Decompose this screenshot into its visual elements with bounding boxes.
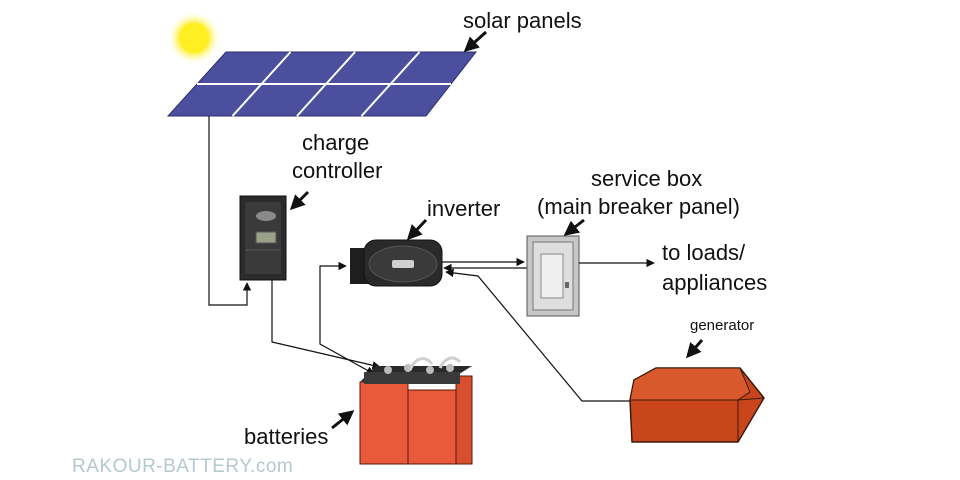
breaker-panel-icon xyxy=(526,235,580,317)
battery-icon xyxy=(359,356,473,465)
inverter-pointer xyxy=(406,218,428,241)
solar-panels-pointer xyxy=(463,30,488,53)
solar-panel-icon xyxy=(166,51,478,117)
inverter-icon xyxy=(350,239,443,287)
service-box-label-line1: service box xyxy=(591,166,702,191)
charge-controller-label-line1: charge xyxy=(302,130,369,155)
charge-controller-label-line2: controller xyxy=(292,158,382,183)
service-box-pointer xyxy=(563,218,585,236)
solar-panels-label: solar panels xyxy=(463,8,582,33)
wire-batteries-to-inverter xyxy=(319,261,375,375)
service-box-label-line2: (main breaker panel) xyxy=(537,194,740,219)
wire-controller-to-batteries xyxy=(271,280,381,370)
loads-label-line1: to loads/ xyxy=(662,240,746,265)
charge-controller-icon xyxy=(239,195,287,281)
generator-icon xyxy=(629,367,765,443)
batteries-label: batteries xyxy=(244,424,328,449)
watermark: RAKOUR-BATTERY.com xyxy=(72,456,293,477)
generator-pointer xyxy=(686,339,704,359)
batteries-pointer xyxy=(331,410,355,430)
charge-controller-pointer xyxy=(289,190,310,211)
wire-generator-to-inverter xyxy=(445,268,632,402)
sun-icon xyxy=(168,12,220,64)
wire-panel-to-controller xyxy=(208,116,252,306)
loads-label-line2: appliances xyxy=(662,270,767,295)
generator-label: generator xyxy=(690,317,754,334)
inverter-label: inverter xyxy=(427,196,500,221)
